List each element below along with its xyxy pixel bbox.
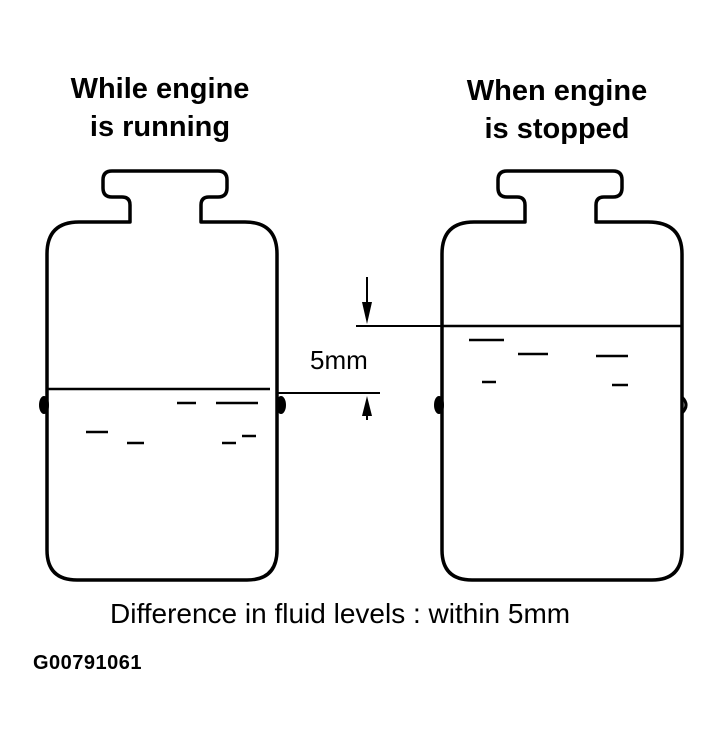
- heading-engine-running: While engine is running: [30, 70, 290, 146]
- heading-running-line2: is running: [89, 111, 231, 143]
- right-fluid-dashes: [469, 338, 628, 387]
- arrow-up-icon: [362, 396, 372, 416]
- left-reservoir-body: [45, 169, 279, 582]
- heading-engine-stopped: When engine is stopped: [427, 72, 687, 148]
- left-fluid-dashes: [86, 401, 258, 445]
- right-reservoir-body: [440, 169, 684, 582]
- caption: Difference in fluid levels : within 5mm: [110, 598, 571, 629]
- heading-stopped-line2: is stopped: [484, 113, 630, 145]
- dimension-label: 5mm: [310, 345, 368, 375]
- arrow-down-icon: [362, 302, 372, 324]
- right-reservoir-nub-left: [434, 396, 444, 414]
- right-reservoir-nub-right: [680, 395, 688, 415]
- left-reservoir-nub-left: [39, 396, 49, 414]
- heading-stopped-line1: When engine: [466, 75, 648, 107]
- left-reservoir-nub-right: [276, 396, 286, 414]
- figure-code: G00791061: [33, 652, 143, 674]
- heading-running-line1: While engine: [70, 73, 250, 105]
